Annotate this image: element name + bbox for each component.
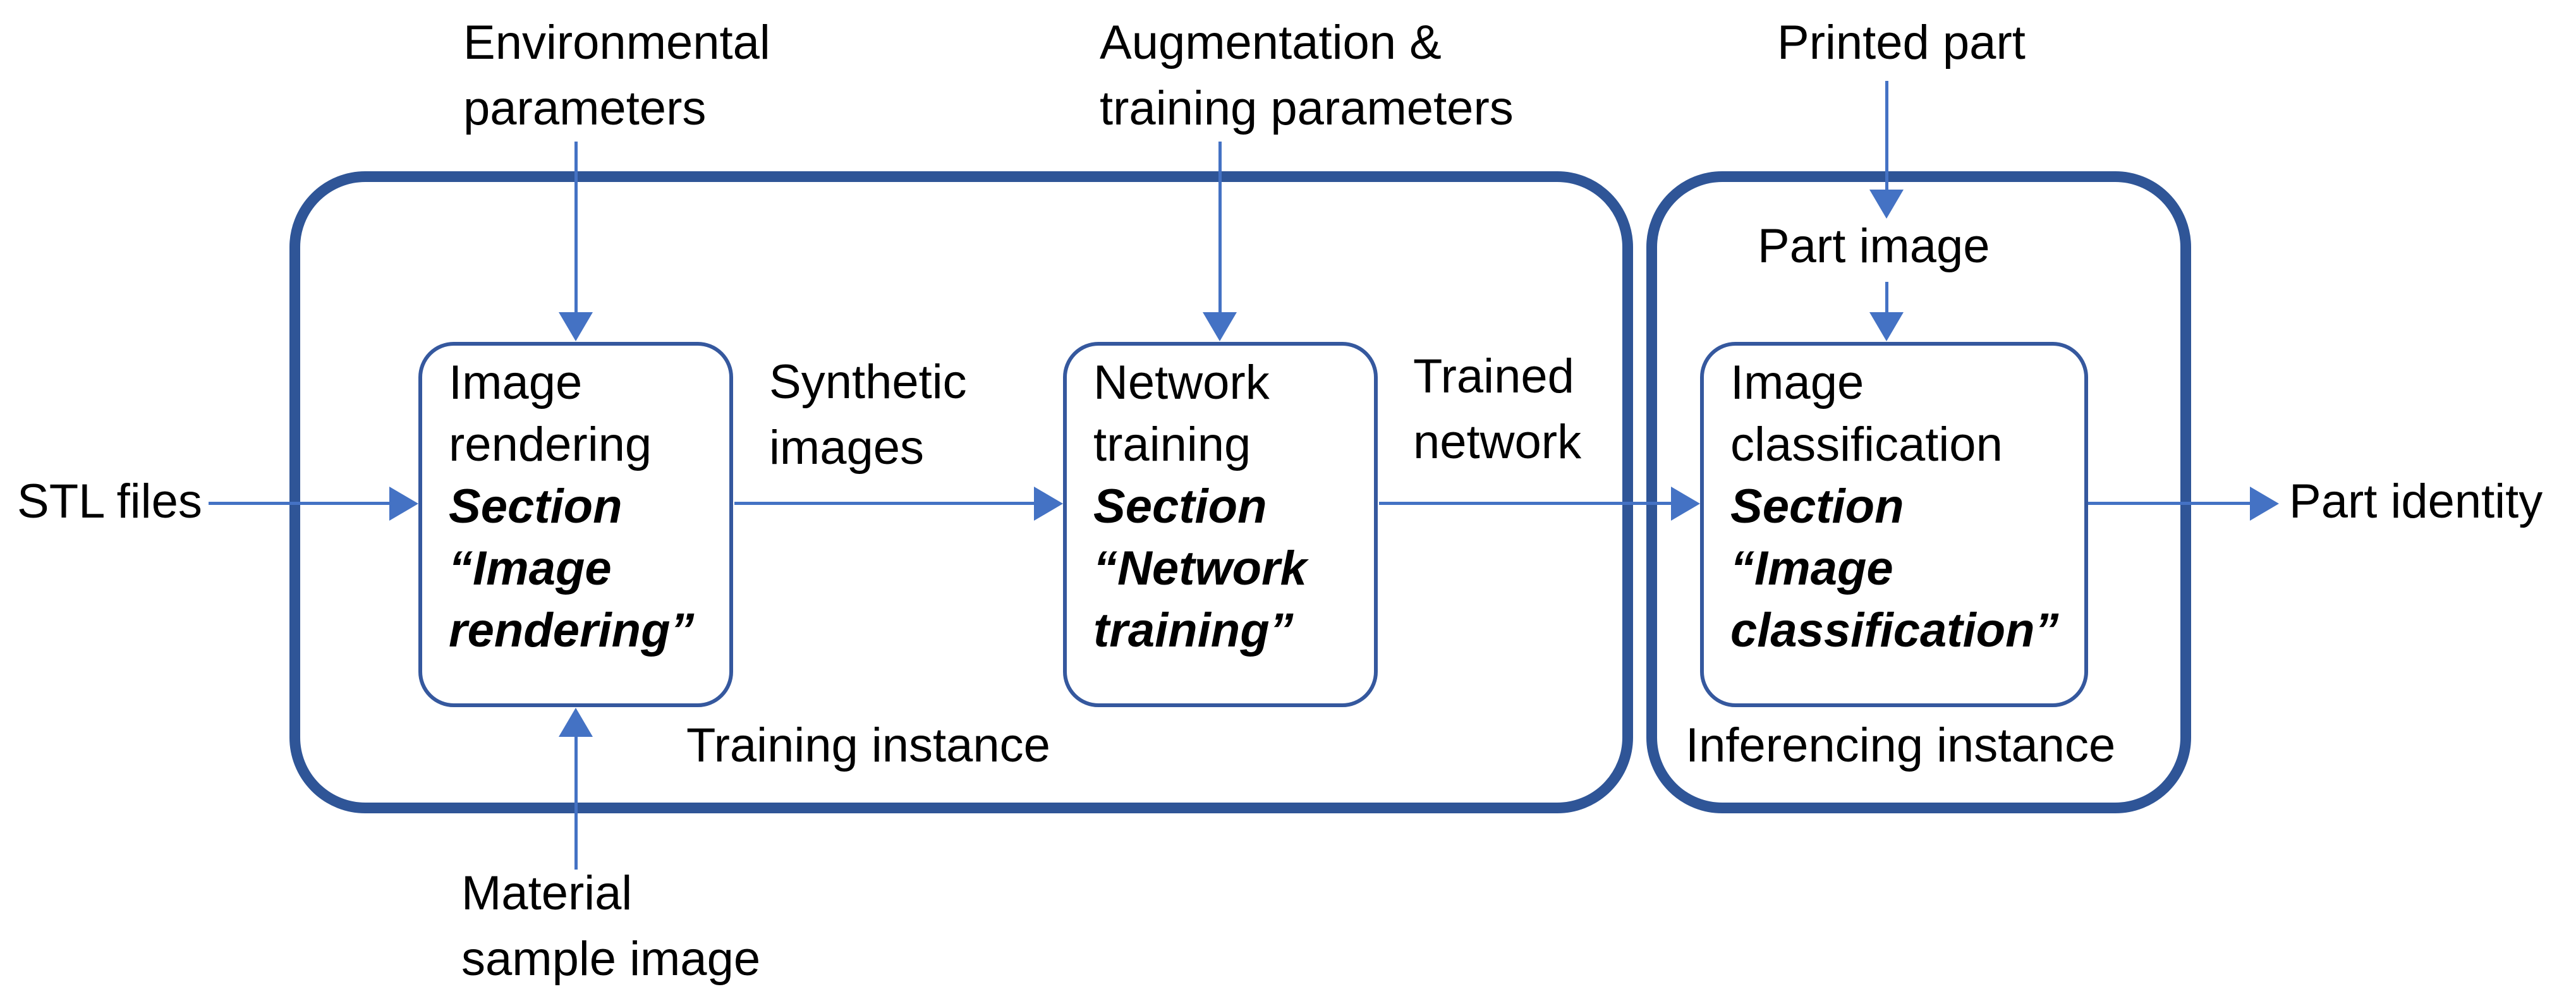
augmentation-training-parameters-label: Augmentation & training parameters (1100, 16, 1514, 135)
arrow-network-training-to-image-classification-head (1671, 487, 1700, 521)
arrow-augmentation-parameters-to-network-training-line (1218, 142, 1222, 312)
inferencing-instance-label: Inferencing instance (1686, 719, 2116, 772)
image-rendering-section-line: Section (449, 480, 623, 533)
image-classification-section-line: Section (1730, 480, 1904, 533)
image-classification-box: Image classification Section “Image clas… (1700, 342, 2088, 707)
arrow-network-training-to-image-classification-line (1379, 502, 1672, 505)
arrow-printed-part-to-part-image-line (1885, 81, 1888, 191)
arrow-material-sample-image-to-image-rendering-line (574, 736, 578, 870)
image-rendering-title-line: Image (449, 356, 583, 410)
printed-part-label: Printed part (1777, 16, 2026, 70)
arrow-environmental-parameters-to-image-rendering-line (574, 142, 578, 312)
arrow-part-image-to-image-classification-line (1885, 282, 1888, 313)
image-classification-title-line: Image (1730, 356, 1864, 410)
material-sample-image-label: Material sample image (461, 866, 761, 986)
network-training-section-line: “Network (1093, 542, 1307, 595)
arrow-image-classification-to-part-identity-line (2088, 502, 2251, 505)
arrow-environmental-parameters-to-image-rendering-head (559, 312, 593, 341)
arrow-part-image-to-image-classification-head (1869, 312, 1904, 341)
arrow-image-classification-to-part-identity-head (2250, 487, 2279, 521)
image-classification-title-line: classification (1730, 418, 2003, 471)
image-rendering-title-line: rendering (449, 418, 652, 471)
image-rendering-box: Image rendering Section “Image rendering… (418, 342, 733, 707)
network-training-section-line: training” (1093, 604, 1294, 657)
training-instance-label: Training instance (686, 719, 1050, 772)
inferencing-instance-container (1646, 171, 2191, 813)
part-image-label: Part image (1758, 219, 1990, 273)
training-instance-container (289, 171, 1633, 813)
network-training-section-line: Section (1093, 480, 1267, 533)
network-training-title-line: training (1093, 418, 1251, 471)
network-training-title-line: Network (1093, 356, 1270, 410)
stl-files-label: STL files (17, 475, 202, 528)
arrow-material-sample-image-to-image-rendering-head (559, 708, 593, 737)
environmental-parameters-label: Environmental parameters (463, 16, 770, 135)
arrow-printed-part-to-part-image-head (1869, 190, 1904, 219)
arrow-augmentation-parameters-to-network-training-head (1203, 312, 1237, 341)
synthetic-images-label: Synthetic images (769, 355, 967, 475)
trained-network-label: Trained network (1413, 349, 1582, 469)
arrow-stl-files-to-image-rendering-line (209, 502, 391, 505)
part-identity-label: Part identity (2289, 475, 2543, 528)
image-classification-section-line: “Image (1730, 542, 1893, 595)
image-rendering-section-line: “Image (449, 542, 612, 595)
network-training-box: Network training Section “Network traini… (1063, 342, 1378, 707)
arrow-stl-files-to-image-rendering-head (389, 487, 418, 521)
arrow-image-rendering-to-network-training-head (1034, 487, 1063, 521)
image-rendering-section-line: rendering” (449, 604, 695, 657)
arrow-image-rendering-to-network-training-line (734, 502, 1035, 505)
image-classification-section-line: classification” (1730, 604, 2059, 657)
